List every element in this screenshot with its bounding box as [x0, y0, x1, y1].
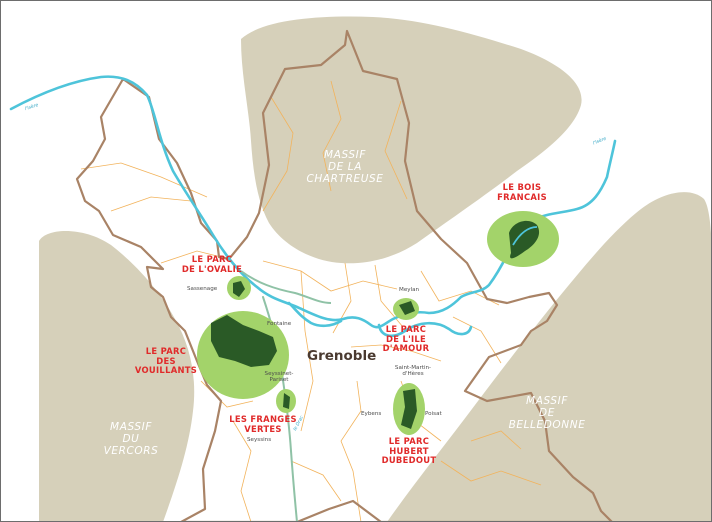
park-ile-amour[interactable]	[393, 298, 419, 320]
vercors-massif-label: MASSIF DU VERCORS	[103, 421, 159, 458]
metropole-boundary	[75, 29, 613, 521]
park-franges-vertes[interactable]	[276, 389, 296, 413]
park-label-hubert-dubedout[interactable]: LE PARC HUBERT DUBEDOUT	[381, 436, 437, 466]
park-label-ile-amour[interactable]: LE PARC DE L'ILE D'AMOUR	[382, 324, 430, 354]
town-fontaine: Fontaine	[267, 321, 292, 327]
park-hubert-dubedout[interactable]	[393, 383, 425, 435]
vercors-massif	[39, 231, 195, 521]
isere-stretch-green	[240, 270, 332, 304]
chartreuse-massif	[241, 16, 582, 264]
belledonne-massif-label: MASSIF DE BELLEDONNE	[508, 395, 586, 432]
chartreuse-massif-label: MASSIF DE LA CHARTREUSE	[306, 149, 384, 186]
town-meylan: Meylan	[399, 287, 420, 293]
park-label-ovalie[interactable]: LE PARC DE L'OVALIE	[181, 254, 243, 274]
belledonne-massif	[387, 192, 711, 521]
town-seyssins: Seyssins	[247, 437, 272, 443]
town-saint-martin-dheres: Saint-Martin- d'Hères	[394, 365, 432, 378]
park-label-bois-francais[interactable]: LE BOIS FRANCAIS	[497, 182, 547, 202]
park-vouillants[interactable]	[197, 311, 289, 399]
town-poisat: Poisat	[425, 411, 442, 417]
park-ovalie[interactable]	[227, 276, 251, 300]
park-label-vouillants[interactable]: LE PARC DES VOUILLANTS	[134, 346, 198, 376]
grenoble-label: Grenoble	[307, 348, 377, 364]
town-sassenage: Sassenage	[187, 286, 218, 292]
town-seyssinet-pariset: Seyssinet- Pariset	[264, 371, 294, 384]
town-eybens: Eybens	[361, 411, 382, 417]
park-bois-francais[interactable]	[487, 211, 559, 267]
park-label-franges-vertes[interactable]: LES FRANGES VERTES	[229, 414, 297, 434]
